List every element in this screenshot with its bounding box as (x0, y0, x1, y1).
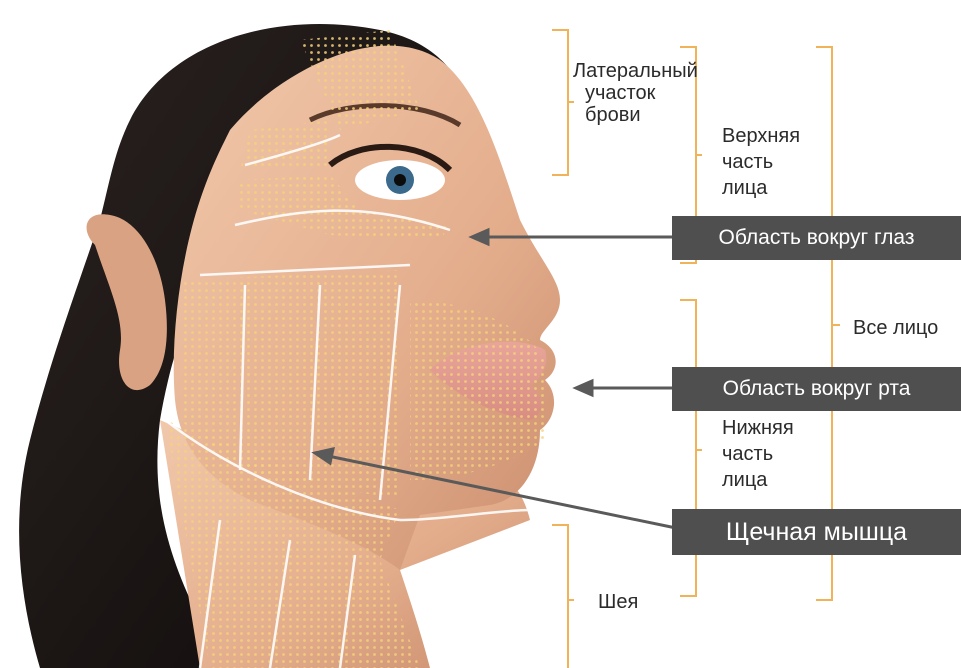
label-whole-face: Все лицо (853, 316, 938, 340)
callout-mouth-area: Область вокруг рта (672, 367, 961, 411)
bracket-neck (552, 525, 574, 668)
label-neck: Шея (598, 590, 638, 614)
label-brow-lateral: Латеральный участок брови (573, 60, 698, 126)
callout-eye-area: Область вокруг глаз (672, 216, 961, 260)
label-lower-face: Нижняя часть лица (722, 415, 794, 493)
callout-cheek-muscle: Щечная мышца (672, 509, 961, 555)
label-upper-face: Верхняя часть лица (722, 123, 800, 201)
bracket-brow (552, 30, 574, 175)
